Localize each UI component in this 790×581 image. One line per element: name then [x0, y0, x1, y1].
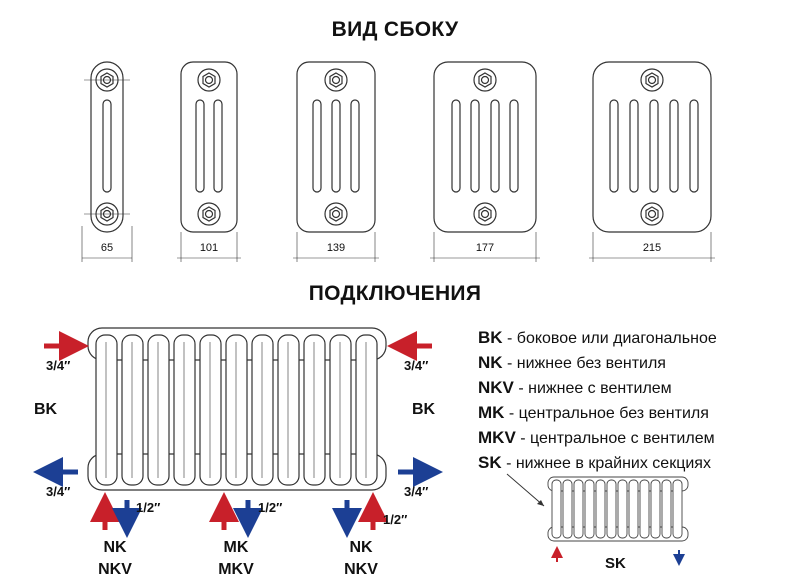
- size-label-mk: 1/2″: [258, 500, 283, 515]
- nk-right-label: NK: [349, 539, 373, 556]
- legend-code: SK: [478, 453, 502, 472]
- legend-text: - центральное без вентиля: [504, 405, 709, 422]
- radiator-front-view: [87, 327, 387, 491]
- bk-label-right: BK: [412, 401, 436, 418]
- nkv-label: NKV: [98, 561, 132, 578]
- legend-item-mkv: MKV - центральное с вентилем: [478, 426, 717, 451]
- width-label-177: 177: [475, 242, 495, 254]
- side-view-65: [81, 61, 133, 262]
- width-label-101: 101: [199, 242, 219, 254]
- legend-item-nkv: NKV - нижнее с вентилем: [478, 376, 717, 401]
- size-label-bottom-right: 3/4″: [404, 484, 429, 499]
- nkv-right-label: NKV: [344, 561, 378, 578]
- sk-radiator-thumbnail: [547, 476, 689, 542]
- legend-text: - центральное с вентилем: [515, 430, 715, 447]
- legend-text: - нижнее без вентиля: [502, 355, 666, 372]
- side-view-101: [177, 61, 241, 262]
- side-view-139: [293, 61, 379, 262]
- legend-code: MKV: [478, 428, 516, 447]
- size-label-top-left: 3/4″: [46, 358, 71, 373]
- legend-item-bk: BK - боковое или диагональное: [478, 326, 717, 351]
- legend-code: NK: [478, 353, 503, 372]
- legend-code: NKV: [478, 378, 514, 397]
- side-view-heading: ВИД СБОКУ: [331, 18, 459, 41]
- legend-item-sk: SK - нижнее в крайних секциях: [478, 451, 717, 476]
- size-label-nk: 1/2″: [136, 500, 161, 515]
- legend-item-nk: NK - нижнее без вентиля: [478, 351, 717, 376]
- sk-pointer-line: [506, 473, 545, 507]
- legend-text: - боковое или диагональное: [502, 330, 717, 347]
- legend-code: BK: [478, 328, 503, 347]
- nk-label: NK: [103, 539, 127, 556]
- sk-label: SK: [605, 555, 626, 572]
- connection-legend: BK - боковое или диагональное NK - нижне…: [478, 326, 717, 476]
- size-label-top-right: 3/4″: [404, 358, 429, 373]
- size-label-nk-right: 1/2″: [383, 512, 408, 527]
- legend-code: MK: [478, 403, 505, 422]
- legend-item-mk: MK - центральное без вентиля: [478, 401, 717, 426]
- width-label-65: 65: [100, 242, 114, 254]
- width-label-215: 215: [642, 242, 662, 254]
- legend-text: - нижнее с вентилем: [513, 380, 672, 397]
- connections-heading: ПОДКЛЮЧЕНИЯ: [308, 282, 482, 305]
- width-label-139: 139: [326, 242, 346, 254]
- bk-label-left: BK: [34, 401, 58, 418]
- side-view-215: [589, 61, 715, 262]
- side-view-177: [430, 61, 540, 262]
- legend-text: - нижнее в крайних секциях: [501, 455, 711, 472]
- mkv-label: MKV: [218, 561, 254, 578]
- size-label-bottom-left: 3/4″: [46, 484, 71, 499]
- mk-label: MK: [223, 539, 249, 556]
